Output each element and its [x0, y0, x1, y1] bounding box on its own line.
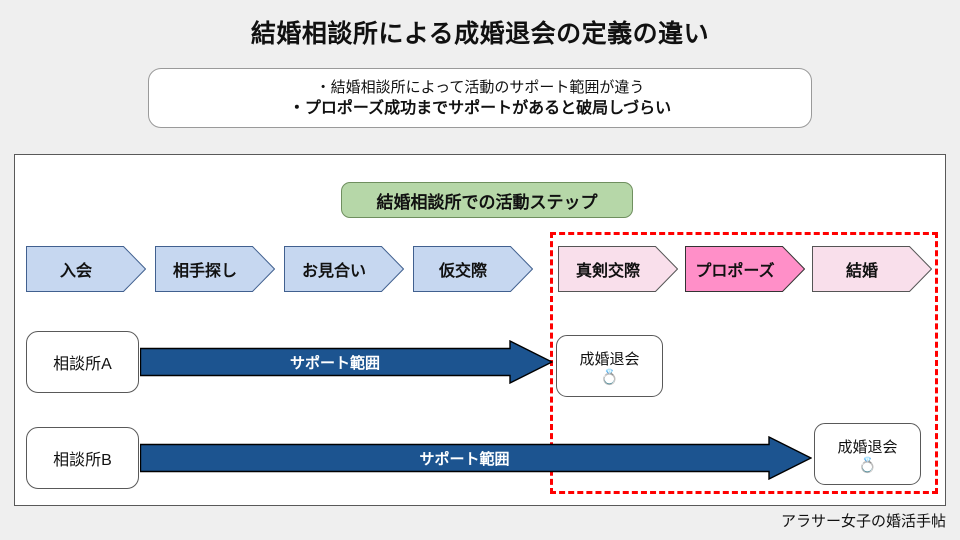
step-chevron-7: 結婚 [812, 246, 932, 292]
step-chevron-5: 真剣交際 [558, 246, 678, 292]
process-step-row: 入会 相手探し お見合い 仮交際 真剣交際 プロポーズ 結婚 [0, 246, 960, 292]
chevron-shape-icon [413, 246, 533, 292]
result-box-b: 成婚退会 💍 [814, 423, 921, 485]
summary-callout: ・結婚相談所によって活動のサポート範囲が違う ・プロポーズ成功までサポートがある… [148, 68, 812, 128]
chevron-shape-icon [812, 246, 932, 292]
step-chevron-label: プロポーズ [695, 263, 775, 280]
support-arrow-b: サポート範囲 [139, 435, 813, 481]
step-chevron-4: 仮交際 [413, 246, 533, 292]
chevron-shape-icon [685, 246, 805, 292]
step-chevron-label: 仮交際 [438, 263, 487, 280]
step-chevron-label: 結婚 [845, 263, 878, 280]
agency-box-b: 相談所B [26, 427, 139, 489]
step-chevron-label: 相手探し [172, 263, 237, 280]
chevron-shape-icon [155, 246, 275, 292]
agency-box-a: 相談所A [26, 331, 139, 393]
step-chevron-2: 相手探し [155, 246, 275, 292]
step-chevron-label: お見合い [301, 263, 366, 280]
callout-line-1: ・結婚相談所によって活動のサポート範囲が違う [315, 78, 645, 96]
callout-line-2: ・プロポーズ成功までサポートがあると破局しづらい [288, 99, 672, 117]
ring-icon: 💍 [858, 455, 877, 474]
credit-text: アラサー女子の婚活手帖 [780, 513, 946, 530]
step-chevron-label: 真剣交際 [575, 263, 640, 280]
step-chevron-6: プロポーズ [685, 246, 805, 292]
step-header-label: 結婚相談所での活動ステップ [341, 182, 633, 218]
result-label: 成婚退会 [837, 438, 898, 456]
result-label: 成婚退会 [579, 350, 640, 368]
support-arrow-a: サポート範囲 [139, 339, 554, 385]
arrow-right-icon [139, 339, 554, 385]
step-chevron-1: 入会 [26, 246, 146, 292]
ring-icon: 💍 [600, 367, 619, 386]
chevron-shape-icon [284, 246, 404, 292]
chevron-shape-icon [558, 246, 678, 292]
result-box-a: 成婚退会 💍 [556, 335, 663, 397]
step-chevron-label: 入会 [59, 263, 92, 280]
step-chevron-3: お見合い [284, 246, 404, 292]
arrow-right-icon [139, 435, 813, 481]
page-title: 結婚相談所による成婚退会の定義の違い [250, 20, 710, 48]
chevron-shape-icon [26, 246, 146, 292]
